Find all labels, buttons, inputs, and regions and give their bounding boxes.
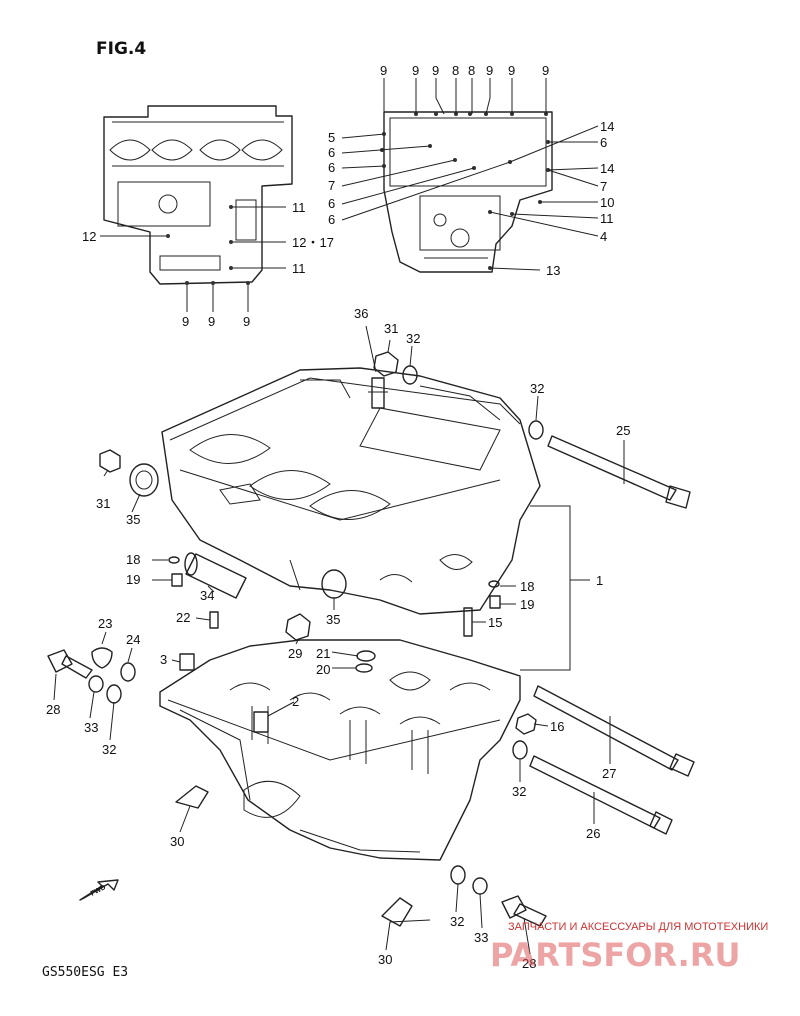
- callout-24: 24: [126, 632, 140, 647]
- detail-right-left-callout: 6: [328, 160, 335, 175]
- callout-1: 1: [596, 573, 603, 588]
- callout-35: 35: [126, 512, 140, 527]
- upper-crankcase: [161, 367, 541, 615]
- callout-19: 19: [126, 572, 140, 587]
- detail-right-right-callout: 14: [600, 161, 614, 176]
- watermark-brand: PARTSFOR.RU: [490, 936, 740, 974]
- fwd-label: FWD: [90, 884, 107, 898]
- callout-12-left: 12: [82, 229, 96, 244]
- detail-right-right-callout: 7: [600, 179, 607, 194]
- callout-15: 15: [488, 615, 502, 630]
- detail-right-top-callout: 9: [432, 63, 439, 78]
- callout-31: 31: [384, 321, 398, 336]
- callout-28: 28: [522, 956, 536, 971]
- detail-right-top-callout: 9: [542, 63, 549, 78]
- callout-32: 32: [406, 331, 420, 346]
- detail-right-right-callout: 11: [600, 211, 614, 226]
- detail-left-callout: 11: [292, 200, 306, 215]
- callout-34: 34: [200, 588, 214, 603]
- detail-right-left-callout: 5: [328, 130, 335, 145]
- fwd-arrow-icon: FWD: [79, 879, 119, 901]
- callout-32: 32: [102, 742, 116, 757]
- detail-right-top-callout: 9: [508, 63, 515, 78]
- detail-right-top-callout: 8: [468, 63, 475, 78]
- callout-23: 23: [98, 616, 112, 631]
- small-parts: [88, 351, 544, 927]
- callout-25: 25: [616, 423, 630, 438]
- callout-32: 32: [512, 784, 526, 799]
- callout-27: 27: [602, 766, 616, 781]
- detail-left-upper-case: [100, 105, 293, 312]
- detail-left-callout: 9: [208, 314, 215, 329]
- callout-36: 36: [354, 306, 368, 321]
- detail-left-callout: 11: [292, 261, 306, 276]
- callout-18: 18: [520, 579, 534, 594]
- detail-right-left-callout: 6: [328, 145, 335, 160]
- callout-3: 3: [160, 652, 167, 667]
- callout-19: 19: [520, 597, 534, 612]
- detail-left-callout: 9: [182, 314, 189, 329]
- callout-30: 30: [170, 834, 184, 849]
- callout-16: 16: [550, 719, 564, 734]
- main-leaders: [53, 325, 625, 955]
- detail-right-lower-case: [341, 78, 599, 273]
- detail-right-right-callout: 13: [546, 263, 560, 278]
- detail-right-left-callout: 6: [328, 212, 335, 227]
- callout-29: 29: [288, 646, 302, 661]
- detail-left-callout: 9: [243, 314, 250, 329]
- callout-18: 18: [126, 552, 140, 567]
- callout-28: 28: [46, 702, 60, 717]
- callout-2: 2: [292, 694, 299, 709]
- callout-21: 21: [316, 646, 330, 661]
- callout-20: 20: [316, 662, 330, 677]
- detail-right-left-callout: 6: [328, 196, 335, 211]
- callout-33: 33: [84, 720, 98, 735]
- watermark-tagline: ЗАПЧАСТИ И АКСЕССУАРЫ ДЛЯ МОТОТЕХНИКИ: [508, 921, 768, 933]
- detail-left-callout: 12・17: [292, 235, 334, 250]
- detail-right-right-callout: 14: [600, 119, 614, 134]
- callout-22: 22: [176, 610, 190, 625]
- figure-title: FIG.4: [96, 39, 146, 59]
- detail-right-right-callout: 4: [600, 229, 607, 244]
- callout-30: 30: [378, 952, 392, 967]
- model-code: GS550ESG E3: [42, 965, 128, 980]
- callout-35: 35: [326, 612, 340, 627]
- callout-26: 26: [586, 826, 600, 841]
- detail-right-left-callout: 7: [328, 178, 335, 193]
- detail-right-top-callout: 9: [380, 63, 387, 78]
- detail-right-top-callout: 9: [486, 63, 493, 78]
- callout-33: 33: [474, 930, 488, 945]
- callout-bracket-1: [520, 505, 571, 671]
- detail-right-top-callout: 8: [452, 63, 459, 78]
- through-bolts: [47, 435, 695, 927]
- detail-right-right-callout: 6: [600, 135, 607, 150]
- lower-crankcase: [159, 639, 521, 861]
- callout-31: 31: [96, 496, 110, 511]
- callout-32: 32: [530, 381, 544, 396]
- detail-right-top-callout: 9: [412, 63, 419, 78]
- callout-32: 32: [450, 914, 464, 929]
- detail-right-right-callout: 10: [600, 195, 614, 210]
